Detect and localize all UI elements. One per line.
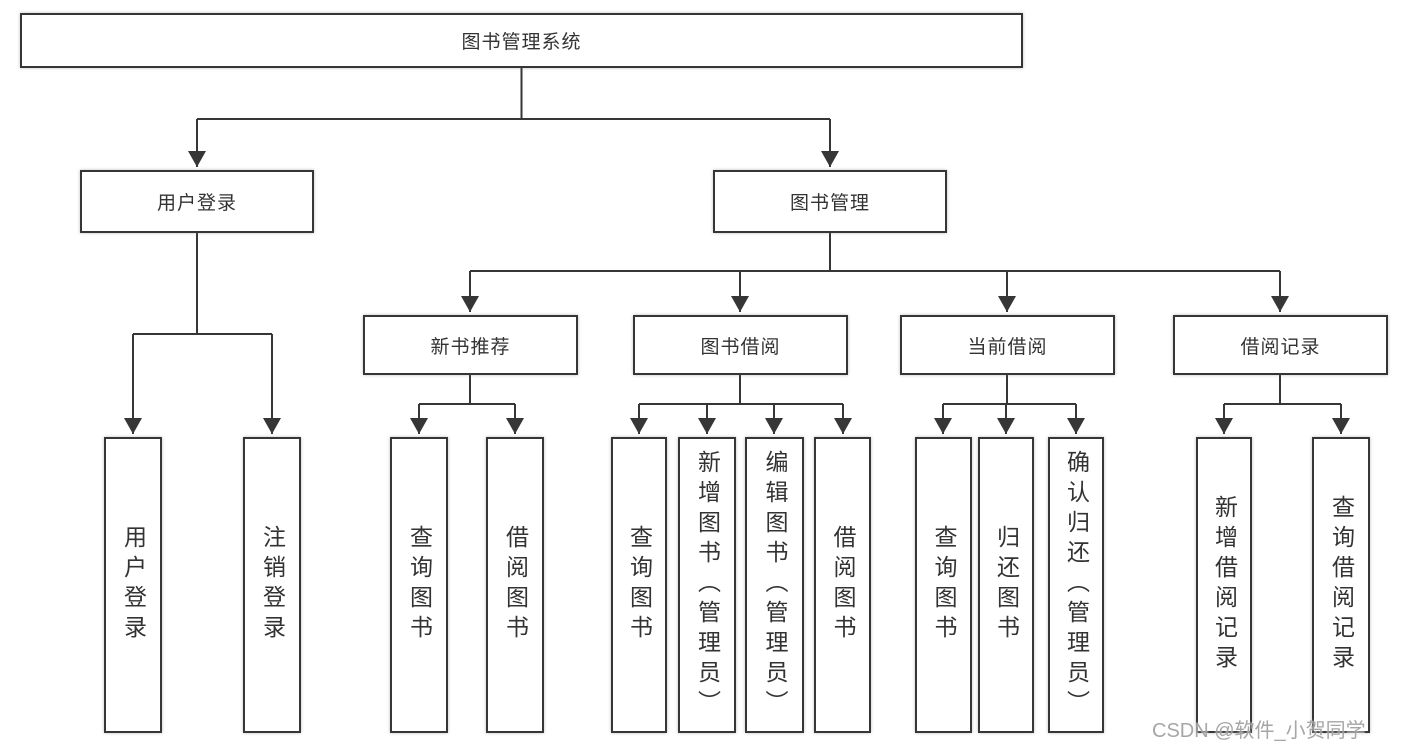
leaf-query-books-borrowing: 查询图书 — [611, 437, 667, 733]
leaf-query-books-recommend: 查询图书 — [390, 437, 448, 733]
connector-trunks — [133, 68, 1341, 405]
node-label: 查询图书 — [626, 525, 653, 645]
node-label: 查询图书 — [406, 525, 433, 645]
node-book-borrowing: 图书借阅 — [633, 315, 848, 375]
leaf-edit-books-admin: 编辑图书（管理员） — [745, 437, 804, 733]
node-label: 新增图书（管理员） — [694, 450, 721, 720]
node-user-login: 用户登录 — [80, 170, 314, 233]
node-label: 归还图书 — [993, 525, 1020, 645]
connector-arrows — [124, 119, 1350, 434]
node-label: 用户登录 — [120, 525, 147, 645]
leaf-add-borrow-record: 新增借阅记录 — [1196, 437, 1252, 733]
node-label: 查询借阅记录 — [1328, 495, 1355, 675]
leaf-user-login: 用户登录 — [104, 437, 162, 733]
leaf-confirm-return-admin: 确认归还（管理员） — [1048, 437, 1104, 733]
node-current-borrowing: 当前借阅 — [900, 315, 1115, 375]
node-label: 图书管理 — [789, 193, 870, 214]
node-label: 新书推荐 — [430, 336, 511, 358]
node-label: 借阅图书 — [502, 525, 529, 645]
node-book-management: 图书管理 — [713, 170, 947, 233]
node-label: 图书管理系统 — [461, 32, 582, 53]
node-label: 编辑图书（管理员） — [762, 450, 788, 720]
node-library-management-system: 图书管理系统 — [20, 13, 1023, 68]
watermark: CSDN @软件_小贺同学 — [1152, 720, 1366, 742]
node-label: 借阅图书 — [830, 525, 856, 645]
node-new-book-recommend: 新书推荐 — [363, 315, 578, 375]
node-label: 注销登录 — [259, 525, 286, 645]
node-label: 查询图书 — [931, 525, 957, 645]
node-label: 借阅记录 — [1240, 336, 1321, 358]
leaf-borrow-books-recommend: 借阅图书 — [486, 437, 544, 733]
leaf-return-books: 归还图书 — [978, 437, 1034, 733]
node-label: 新增借阅记录 — [1211, 495, 1238, 675]
node-label: 当前借阅 — [967, 336, 1048, 358]
node-label: 确认归还（管理员） — [1063, 450, 1090, 720]
leaf-add-books-admin: 新增图书（管理员） — [678, 437, 736, 733]
leaf-logout: 注销登录 — [243, 437, 301, 733]
leaf-query-books-current: 查询图书 — [915, 437, 972, 733]
node-label: 用户登录 — [156, 193, 237, 214]
node-borrowing-records: 借阅记录 — [1173, 315, 1388, 375]
node-label: 图书借阅 — [700, 336, 781, 358]
leaf-query-borrow-record: 查询借阅记录 — [1312, 437, 1370, 733]
leaf-borrow-books-borrowing: 借阅图书 — [814, 437, 871, 733]
